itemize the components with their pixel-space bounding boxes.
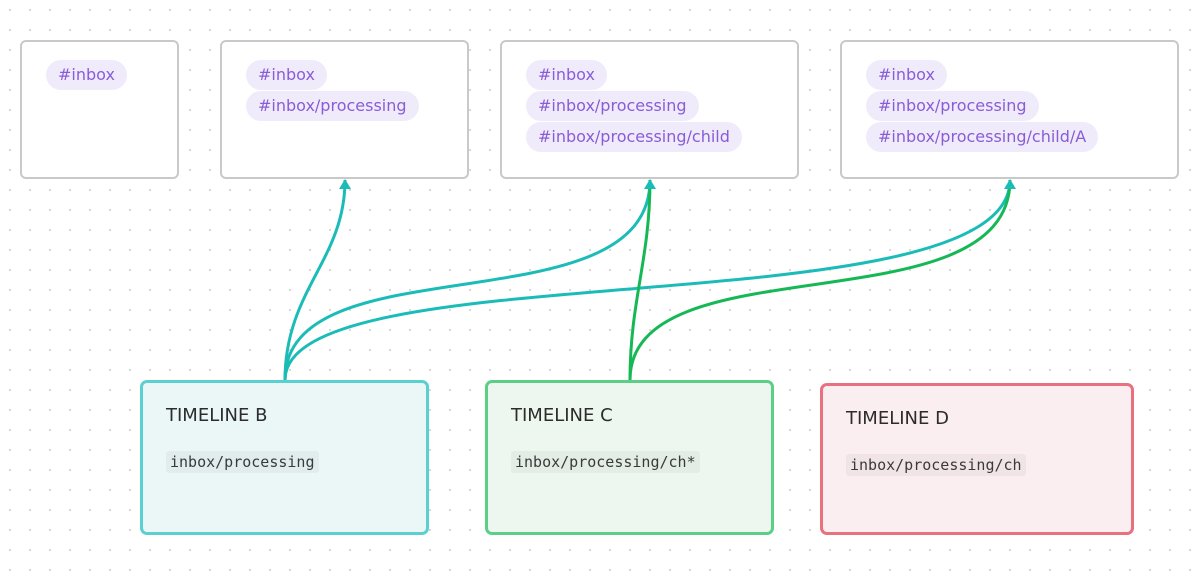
note-card-1[interactable]: #inbox bbox=[20, 40, 179, 179]
edge-timeline-b-to-note-3 bbox=[283, 179, 652, 381]
tag-list: #inbox #inbox/processing #inbox/processi… bbox=[866, 60, 1177, 152]
tag-pill[interactable]: #inbox bbox=[246, 60, 327, 90]
tag-pill[interactable]: #inbox bbox=[866, 60, 947, 90]
timeline-card-d[interactable]: TIMELINE D inbox/processing/ch bbox=[820, 383, 1134, 535]
timeline-card-b[interactable]: TIMELINE B inbox/processing bbox=[140, 380, 429, 535]
tag-pill[interactable]: #inbox bbox=[526, 60, 607, 90]
edge-timeline-c-to-note-3 bbox=[628, 179, 652, 381]
arrowhead-note-3 bbox=[644, 179, 656, 189]
tag-pill[interactable]: #inbox/processing bbox=[866, 91, 1039, 121]
edge-timeline-c-to-note-4 bbox=[628, 179, 1012, 381]
tag-pill[interactable]: #inbox/processing bbox=[246, 91, 419, 121]
timeline-query: inbox/processing bbox=[166, 451, 319, 473]
tag-pill[interactable]: #inbox bbox=[46, 60, 127, 90]
timeline-title: TIMELINE D bbox=[846, 408, 949, 429]
note-card-3[interactable]: #inbox #inbox/processing #inbox/processi… bbox=[500, 40, 799, 179]
arrowhead-note-2 bbox=[339, 179, 351, 189]
note-card-2[interactable]: #inbox #inbox/processing bbox=[220, 40, 469, 179]
timeline-query: inbox/processing/ch* bbox=[511, 451, 700, 473]
tag-list: #inbox bbox=[46, 60, 177, 90]
timeline-title: TIMELINE C bbox=[511, 405, 613, 426]
tag-pill[interactable]: #inbox/processing/child/A bbox=[866, 122, 1099, 152]
tag-list: #inbox #inbox/processing bbox=[246, 60, 467, 121]
timeline-query: inbox/processing/ch bbox=[846, 454, 1026, 476]
edge-timeline-b-to-note-4 bbox=[283, 179, 1012, 381]
arrowhead-note-4 bbox=[1004, 179, 1016, 189]
timeline-card-c[interactable]: TIMELINE C inbox/processing/ch* bbox=[485, 380, 774, 535]
tag-pill[interactable]: #inbox/processing bbox=[526, 91, 699, 121]
timeline-title: TIMELINE B bbox=[166, 405, 268, 426]
tag-list: #inbox #inbox/processing #inbox/processi… bbox=[526, 60, 797, 152]
note-card-4[interactable]: #inbox #inbox/processing #inbox/processi… bbox=[840, 40, 1179, 179]
tag-pill[interactable]: #inbox/processing/child bbox=[526, 122, 742, 152]
edge-timeline-b-to-note-2 bbox=[283, 179, 347, 381]
